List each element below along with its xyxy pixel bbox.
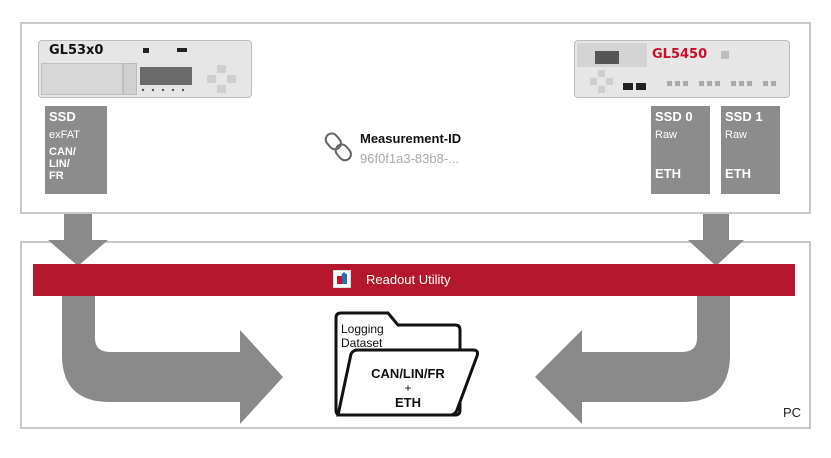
measurement-title: Measurement-ID xyxy=(360,131,462,146)
ssd1-right: SSD 1 Raw ETH xyxy=(721,106,780,194)
device-display xyxy=(595,51,619,64)
device-usb-port xyxy=(177,48,187,52)
folder-title-1: Logging xyxy=(341,322,384,336)
left-down-arrow xyxy=(48,214,108,266)
right-down-arrow xyxy=(688,214,744,266)
device-screen xyxy=(721,51,729,59)
measurement-id: 96f0f1a3-83b8-... xyxy=(360,151,460,166)
folder-plus: + xyxy=(404,381,412,395)
ssd0-label: SSD 0 xyxy=(655,109,693,124)
right-curved-arrow xyxy=(535,296,730,424)
readout-label: Readout Utility xyxy=(366,272,451,287)
folder-line-2: ETH xyxy=(395,395,421,410)
ssd-left-bus-1: CAN/ xyxy=(49,146,76,158)
ssd-left-bus-2: LIN/ xyxy=(49,158,70,170)
device-nav-buttons xyxy=(590,70,613,93)
ssd-left-bus-3: FR xyxy=(49,170,64,182)
ssd1-bus: ETH xyxy=(725,166,751,181)
device-nav-buttons xyxy=(207,65,236,93)
folder-line-1: CAN/LIN/FR xyxy=(371,366,445,381)
device-display xyxy=(140,67,192,85)
gl53x0-device: GL53x0 xyxy=(38,40,252,98)
ssd-left-fs: exFAT xyxy=(49,129,80,141)
eth-port-2 xyxy=(636,83,646,90)
folder-title-2: Dataset xyxy=(341,336,383,350)
readout-app-icon xyxy=(333,270,351,288)
chain-link-icon xyxy=(324,132,352,162)
gl5450-name: GL5450 xyxy=(652,47,708,62)
folder-icon xyxy=(334,311,479,417)
readout-bar: Readout Utility xyxy=(33,264,795,296)
device-ports-row xyxy=(667,81,776,86)
ssd1-fs: Raw xyxy=(725,129,748,141)
device-port xyxy=(143,48,149,53)
gl53x0-name: GL53x0 xyxy=(49,43,104,58)
device-side-panel xyxy=(41,63,123,95)
ssd0-right: SSD 0 Raw ETH xyxy=(651,106,710,194)
eth-port-1 xyxy=(623,83,633,90)
device-side-button xyxy=(123,63,137,95)
ssd-left-label: SSD xyxy=(49,109,76,124)
device-leds xyxy=(141,88,185,92)
ssd0-fs: Raw xyxy=(655,129,678,141)
pc-label: PC xyxy=(782,405,801,420)
ssd0-bus: ETH xyxy=(655,166,681,181)
gl5450-device: GL5450 xyxy=(574,40,790,98)
ssd-left: SSD exFAT CAN/ LIN/ FR xyxy=(45,106,107,194)
left-curved-arrow xyxy=(62,296,283,424)
ssd1-label: SSD 1 xyxy=(725,109,763,124)
